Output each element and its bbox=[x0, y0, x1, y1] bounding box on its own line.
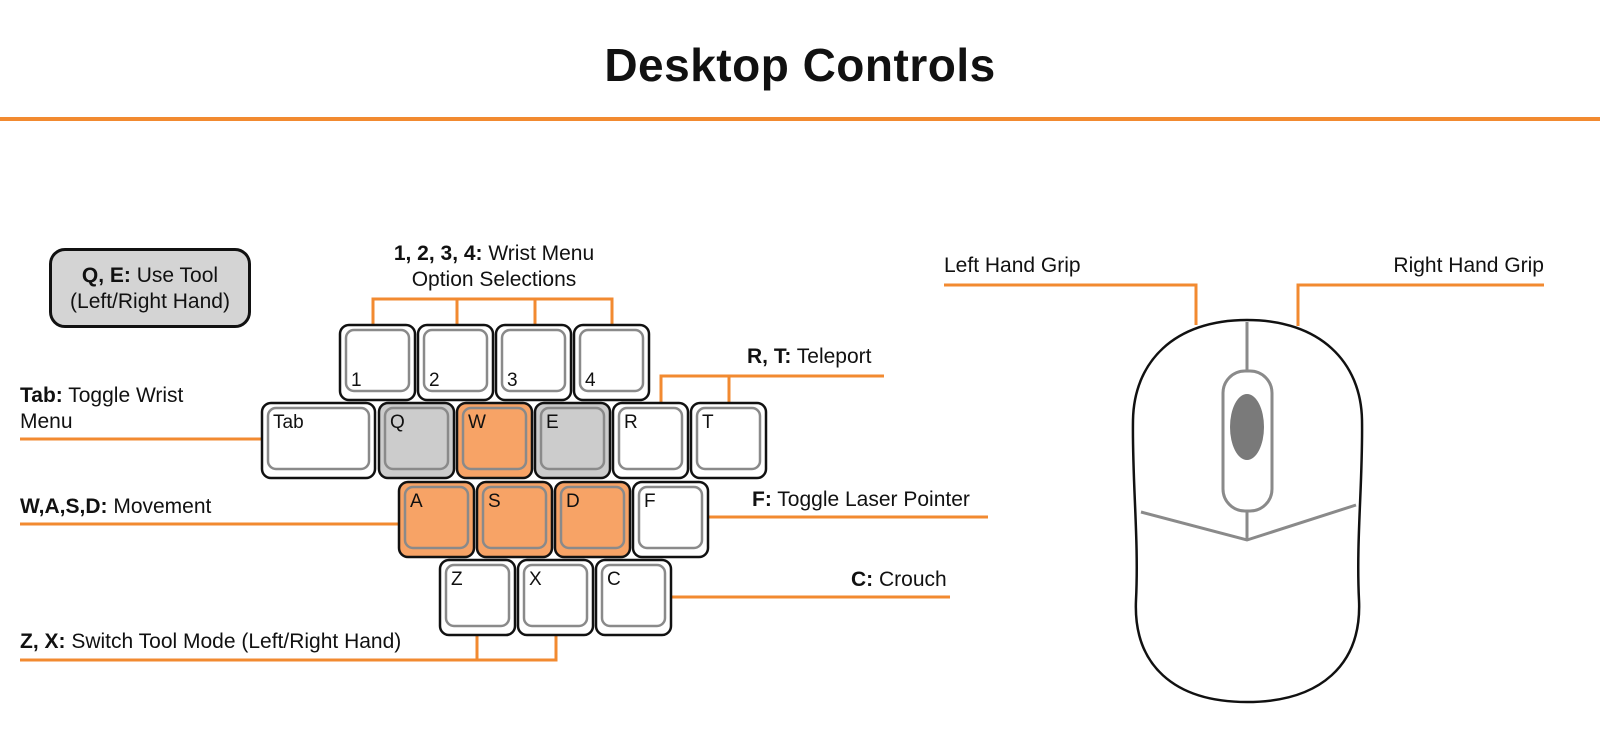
leader-rt bbox=[659, 374, 884, 404]
annotation-tab-bold: Tab: bbox=[20, 384, 63, 407]
key-q-label: Q bbox=[390, 412, 405, 433]
mouse-palm-curve bbox=[1140, 503, 1357, 542]
page-title: Desktop Controls bbox=[604, 39, 996, 91]
key-w: W bbox=[455, 401, 534, 480]
legend-use-tool: Q, E: Use Tool (Left/Right Hand) bbox=[49, 248, 251, 328]
key-z: Z bbox=[438, 558, 517, 637]
annotation-rt-bold: R, T: bbox=[747, 345, 792, 368]
key-x: X bbox=[516, 558, 595, 637]
key-w-inner bbox=[461, 406, 528, 471]
key-d-label: D bbox=[566, 491, 580, 512]
key-c: C bbox=[594, 558, 673, 637]
key-e: E bbox=[533, 401, 612, 480]
key-q: Q bbox=[377, 401, 456, 480]
key-c-label: C bbox=[607, 569, 621, 590]
leader-zx bbox=[20, 636, 558, 662]
annotation-numbers-bold: 1, 2, 3, 4: bbox=[393, 242, 483, 265]
annotation-numbers-text: Wrist Menu bbox=[482, 242, 595, 265]
key-a: A bbox=[397, 480, 476, 559]
key-4-inner bbox=[578, 328, 645, 393]
annotation-wasd: W,A,S,D: Movement bbox=[20, 494, 211, 520]
mouse-body bbox=[1131, 318, 1364, 704]
key-d-inner bbox=[559, 485, 626, 550]
key-z-inner bbox=[444, 563, 511, 628]
key-e-inner bbox=[539, 406, 606, 471]
legend-text: Use Tool bbox=[130, 264, 219, 287]
annotation-numbers-line2: Option Selections bbox=[411, 268, 577, 291]
key-4: 4 bbox=[572, 323, 651, 402]
key-f-label: F bbox=[644, 491, 656, 512]
key-3-label: 3 bbox=[507, 370, 518, 391]
leader-numbers bbox=[371, 297, 614, 326]
annotation-f-text: Toggle Laser Pointer bbox=[771, 488, 970, 511]
annotation-zx-bold: Z, X: bbox=[20, 630, 66, 653]
key-x-inner bbox=[522, 563, 589, 628]
annotation-rt: R, T: Teleport bbox=[747, 344, 872, 370]
key-e-label: E bbox=[546, 412, 559, 433]
annotation-tab: Tab: Toggle Wrist Menu bbox=[20, 383, 225, 435]
leader-left-grip bbox=[944, 283, 1198, 325]
leader-lines bbox=[20, 283, 1544, 662]
annotation-c-bold: C: bbox=[851, 568, 874, 591]
annotation-tab-text: Toggle Wrist Menu bbox=[20, 384, 184, 433]
key-f-inner bbox=[637, 485, 704, 550]
key-t: T bbox=[689, 401, 768, 480]
key-3: 3 bbox=[494, 323, 573, 402]
annotation-wasd-bold: W,A,S,D: bbox=[20, 495, 108, 518]
key-2-label: 2 bbox=[429, 370, 440, 391]
key-r: R bbox=[611, 401, 690, 480]
mouse-inner-lines bbox=[1140, 322, 1357, 542]
key-f: F bbox=[631, 480, 710, 559]
key-w-label: W bbox=[468, 412, 486, 433]
annotation-zx-text: Switch Tool Mode (Left/Right Hand) bbox=[65, 630, 402, 653]
mouse-left-grip-label: Left Hand Grip bbox=[944, 254, 1081, 277]
annotation-c: C: Crouch bbox=[851, 567, 947, 593]
annotation-f: F: Toggle Laser Pointer bbox=[752, 487, 970, 513]
key-q-inner bbox=[383, 406, 450, 471]
key-s-inner bbox=[481, 485, 548, 550]
key-s-label: S bbox=[488, 491, 501, 512]
annotation-c-text: Crouch bbox=[873, 568, 947, 591]
key-1-inner bbox=[344, 328, 411, 393]
key-x-label: X bbox=[529, 569, 542, 590]
key-z-label: Z bbox=[451, 569, 463, 590]
key-t-label: T bbox=[702, 412, 714, 433]
legend-line2: (Left/Right Hand) bbox=[70, 290, 230, 313]
annotation-f-bold: F: bbox=[752, 488, 772, 511]
key-s: S bbox=[475, 480, 554, 559]
key-d: D bbox=[553, 480, 632, 559]
key-t-inner bbox=[695, 406, 762, 471]
key-a-label: A bbox=[410, 491, 423, 512]
annotation-zx: Z, X: Switch Tool Mode (Left/Right Hand) bbox=[20, 629, 401, 655]
key-1: 1 bbox=[338, 323, 417, 402]
key-tab-inner bbox=[266, 406, 371, 471]
key-2: 2 bbox=[416, 323, 495, 402]
annotation-wasd-text: Movement bbox=[107, 495, 212, 518]
key-1-label: 1 bbox=[351, 370, 362, 391]
key-a-inner bbox=[403, 485, 470, 550]
key-2-inner bbox=[422, 328, 489, 393]
key-tab: Tab bbox=[260, 401, 377, 480]
mouse-right-grip-label: Right Hand Grip bbox=[1393, 254, 1544, 277]
key-tab-label: Tab bbox=[273, 412, 304, 433]
key-r-inner bbox=[617, 406, 684, 471]
legend-bold: Q, E: bbox=[81, 264, 131, 287]
annotation-numbers: 1, 2, 3, 4: Wrist Menu Option Selections bbox=[385, 241, 603, 293]
key-c-inner bbox=[600, 563, 667, 628]
mouse-icon bbox=[1131, 318, 1364, 704]
scroll-wheel-icon bbox=[1230, 394, 1264, 460]
key-3-inner bbox=[500, 328, 567, 393]
header-divider bbox=[0, 117, 1600, 121]
annotation-rt-text: Teleport bbox=[791, 345, 872, 368]
leader-right-grip bbox=[1296, 283, 1544, 326]
key-r-label: R bbox=[624, 412, 638, 433]
mouse-wheel-housing bbox=[1221, 369, 1274, 513]
key-4-label: 4 bbox=[585, 370, 596, 391]
